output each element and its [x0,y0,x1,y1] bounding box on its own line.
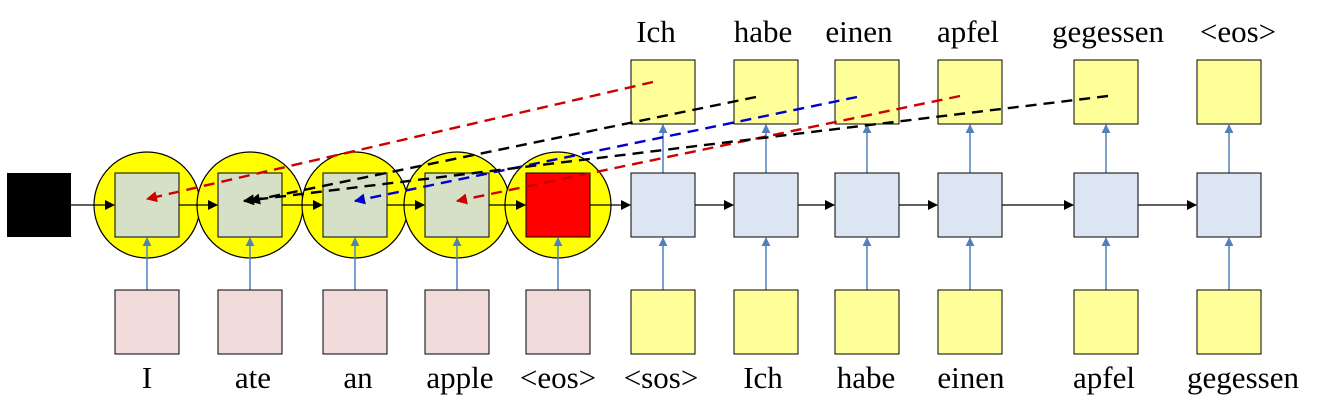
source-word-box [217,289,283,355]
attention-link [455,94,961,205]
decoder-output-label: habe [734,14,793,49]
encoder-state-box [424,172,490,238]
decoder-input-label: <sos> [624,360,699,395]
decoder-output-box [1073,59,1139,125]
decoder-state-box [834,172,900,238]
attention-link [353,95,858,205]
source-word-label: ate [235,360,271,395]
decoder-output-label: gegessen [1052,14,1164,49]
decoder-output-box [630,59,696,125]
attention-link [242,94,1109,206]
source-word-label: <eos> [520,360,596,395]
decoder-input-label: Ich [743,360,783,395]
decoder-state-box [937,172,1003,238]
decoder-input-label: apfel [1073,360,1135,395]
decoder-input-label: gegessen [1187,360,1299,395]
decoder-output-box [834,59,900,125]
source-word-label: I [142,360,152,395]
decoder-input-label: einen [937,360,1005,395]
attention-link [145,80,654,203]
boxes [7,59,1262,355]
decoder-input-labels: <sos> Ich habe einen apfel gegessen [624,360,1300,395]
decoder-state-box [733,172,799,238]
decoder-state-box [630,172,696,238]
decoder-output-label: apfel [937,14,999,49]
decoder-output-label: einen [825,14,893,49]
decoder-input-box [1073,289,1139,355]
decoder-input-box [733,289,799,355]
encoder-state-box [322,172,388,238]
source-word-label: apple [426,360,493,395]
decoder-input-label: habe [837,360,896,395]
source-word-box [322,289,388,355]
decoder-input-box [1196,289,1262,355]
decoder-input-box [630,289,696,355]
decoder-output-box [1196,59,1262,125]
start-state-box [7,173,71,237]
source-word-box [525,289,591,355]
attention-link [248,95,757,205]
encoder-end-state-box [525,172,591,238]
decoder-state-box [1196,172,1262,238]
decoder-input-box [834,289,900,355]
decoder-output-labels: Ich habe einen apfel gegessen <eos> [636,14,1276,49]
decoder-output-box [937,59,1003,125]
decoder-output-label: Ich [636,14,676,49]
decoder-output-label: <eos> [1200,14,1276,49]
attention-links [145,80,1109,206]
decoder-output-box [733,59,799,125]
vertical-arrows [142,124,1234,290]
decoder-input-box [937,289,1003,355]
source-word-labels: I ate an apple <eos> [142,360,596,395]
source-word-box [114,289,180,355]
decoder-state-box [1073,172,1139,238]
source-word-box [424,289,490,355]
encoder-state-box [114,172,180,238]
encoder-state-box [217,172,283,238]
source-word-label: an [343,360,373,395]
